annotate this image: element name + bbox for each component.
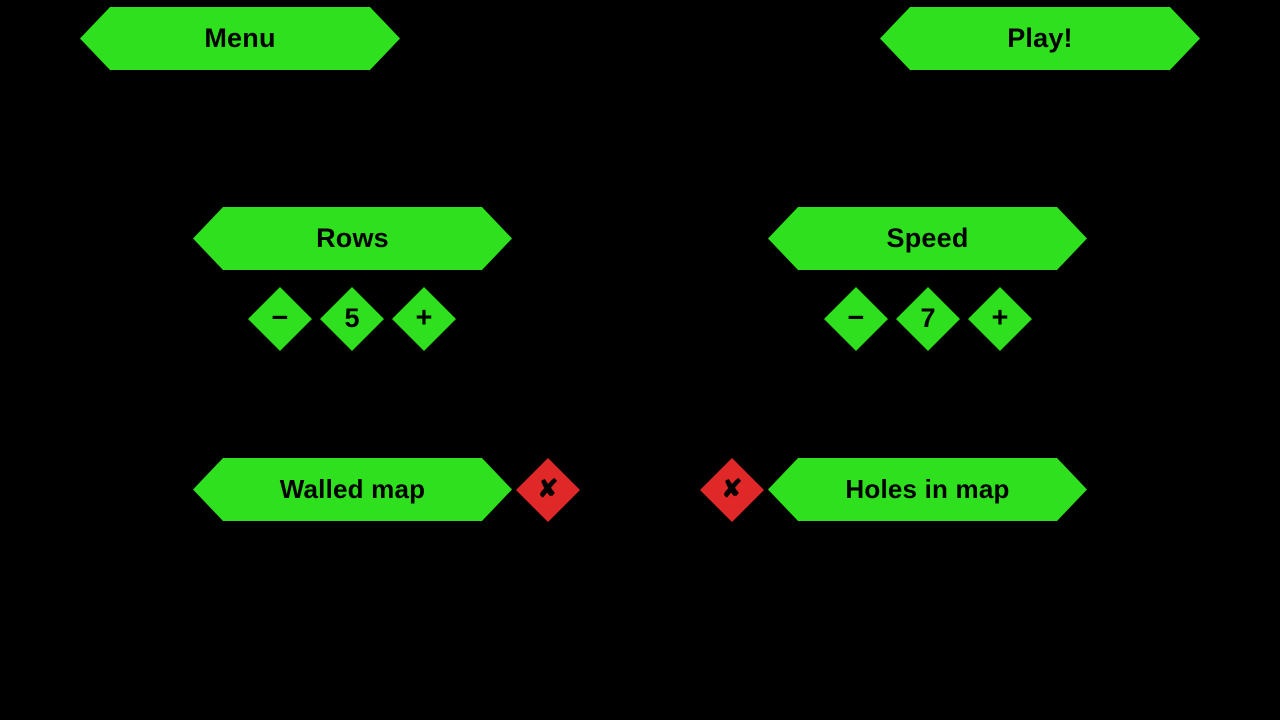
speed-setting-label: Speed <box>768 207 1087 270</box>
holes-in-map-label-text: Holes in map <box>845 474 1010 504</box>
walled-map-toggle-button[interactable]: ✘ <box>516 458 580 522</box>
rows-value-text: 5 <box>344 302 360 333</box>
holes-in-map-toggle-button[interactable]: ✘ <box>700 458 764 522</box>
cross-icon: ✘ <box>721 474 743 503</box>
cross-icon: ✘ <box>537 474 559 503</box>
rows-value-display: 5 <box>320 287 384 351</box>
menu-button-label: Menu <box>204 23 276 53</box>
minus-icon: − <box>271 301 289 334</box>
speed-decrement-button[interactable]: − <box>824 287 888 351</box>
plus-icon: + <box>991 301 1009 334</box>
play-button[interactable]: Play! <box>880 7 1200 70</box>
plus-icon: + <box>415 301 433 334</box>
speed-value-text: 7 <box>920 302 936 333</box>
menu-button[interactable]: Menu <box>80 7 400 70</box>
walled-map-label-text: Walled map <box>279 474 426 504</box>
speed-increment-button[interactable]: + <box>968 287 1032 351</box>
walled-map-label[interactable]: Walled map <box>193 458 512 521</box>
rows-label-text: Rows <box>316 223 389 253</box>
rows-increment-button[interactable]: + <box>392 287 456 351</box>
play-button-label: Play! <box>1007 23 1073 53</box>
speed-value-display: 7 <box>896 287 960 351</box>
rows-setting-label: Rows <box>193 207 512 270</box>
rows-decrement-button[interactable]: − <box>248 287 312 351</box>
holes-in-map-label[interactable]: Holes in map <box>768 458 1087 521</box>
speed-label-text: Speed <box>886 223 969 253</box>
minus-icon: − <box>847 301 865 334</box>
